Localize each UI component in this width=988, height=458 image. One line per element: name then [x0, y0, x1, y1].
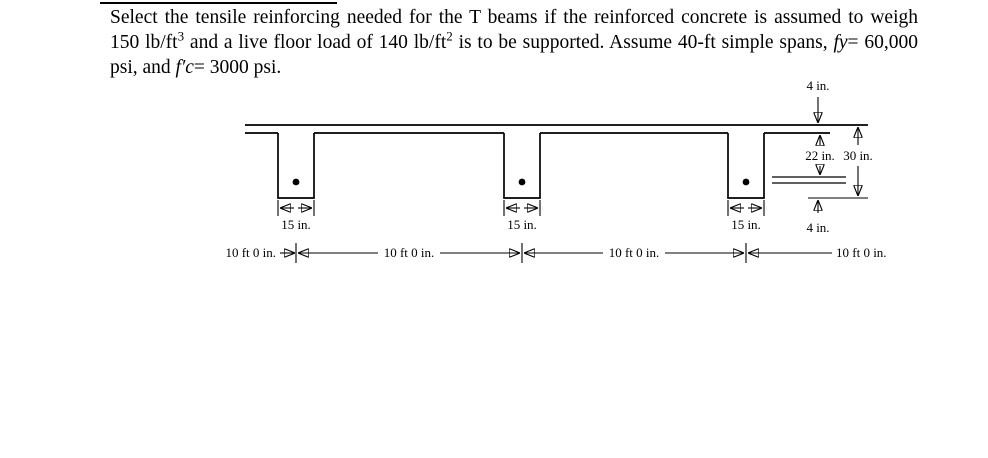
beam-spacing-label: 10 ft 0 in. [225, 245, 276, 260]
rebar-dot-1 [292, 178, 300, 186]
superscript-squared: 2 [446, 28, 453, 44]
stem-width-label: 15 in. [281, 217, 311, 232]
rebar-dot-2 [518, 178, 526, 186]
stem-width-dimension-1: 15 in. [277, 200, 315, 232]
cropped-heading-rule [100, 2, 337, 4]
superscript-cubed: 3 [177, 28, 185, 44]
stem-width-label: 15 in. [507, 217, 537, 232]
beam-spacing-label: 10 ft 0 in. [384, 245, 435, 260]
stem-width-dimension-3: 15 in. [727, 200, 765, 232]
beam-spacing-dimensions: 10 ft 0 in. 10 ft 0 in. 10 ft 0 in. 10 f… [225, 243, 887, 263]
beam-stem-3 [727, 133, 765, 199]
rebar-dot-3 [742, 178, 750, 186]
beam-spacing-label: 10 ft 0 in. [609, 245, 660, 260]
slab-thickness-label: 4 in. [806, 78, 829, 93]
depth-30-label: 30 in. [843, 148, 873, 163]
stem-width-label: 15 in. [731, 217, 761, 232]
problem-text-part: = 3000 psi. [193, 57, 282, 78]
fy-symbol: fy [833, 32, 848, 53]
beam-spacing-label: 10 ft 0 in. [836, 245, 887, 260]
problem-text-part: Select the tensile reinforcing needed fo… [110, 7, 918, 53]
stem-width-dimension-2: 15 in. [503, 200, 541, 232]
problem-text-part: = 60,000 psi, and [110, 32, 918, 78]
t-beam-cross-section-diagram: 4 in. 22 in. 30 in. 4 in. 15 in. 15 in. [225, 78, 887, 263]
problem-text-part: and a live floor load of 140 lb/ft [184, 32, 447, 53]
problem-text-part: is to be supported. Assume 40-ft simple … [452, 32, 834, 53]
depth-22-label: 22 in. [805, 148, 835, 163]
beam-stem-1 [277, 133, 315, 199]
cover-4-label: 4 in. [806, 220, 829, 235]
fc-symbol: f′c [175, 57, 194, 78]
beam-stem-2 [503, 133, 541, 199]
problem-statement: Select the tensile reinforcing needed fo… [110, 5, 918, 80]
